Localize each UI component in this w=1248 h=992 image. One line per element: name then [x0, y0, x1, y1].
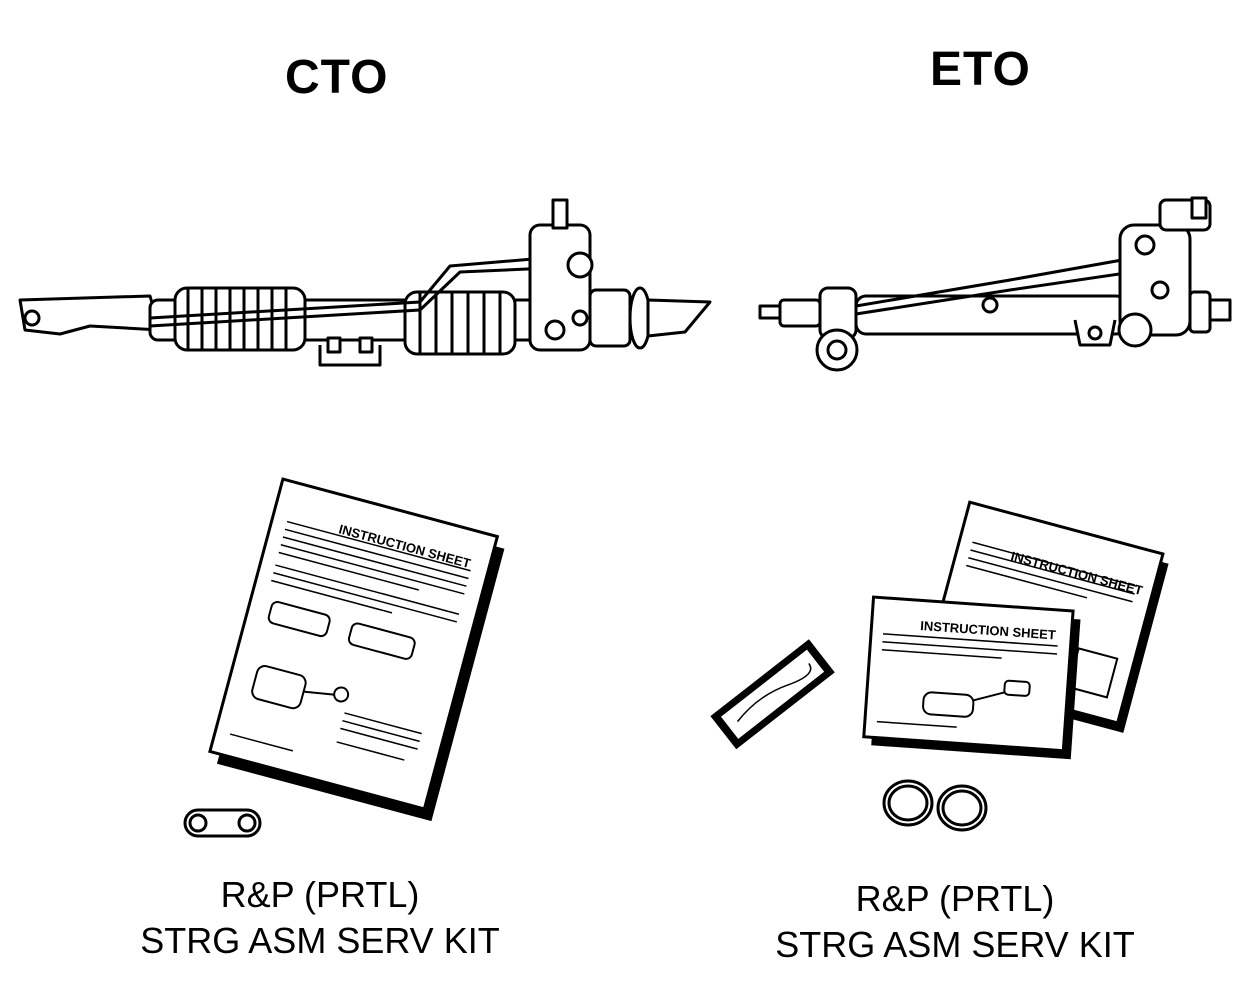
cto-right-boot	[403, 290, 517, 356]
eto-kit-caption: R&P (PRTL) STRG ASM SERV KIT	[745, 876, 1165, 968]
eto-instruction-sheet-front: INSTRUCTION SHEET	[862, 595, 1081, 760]
eto-caption-line1: R&P (PRTL)	[855, 878, 1055, 919]
cto-instruction-sheet: INSTRUCTION SHEET	[208, 477, 505, 822]
eto-steering-rack-illustration	[758, 196, 1232, 372]
eto-heading: ETO	[930, 43, 1031, 96]
cto-steering-rack-illustration	[18, 198, 712, 367]
cto-heading: CTO	[285, 51, 389, 104]
cto-kit-caption: R&P (PRTL) STRG ASM SERV KIT	[110, 872, 530, 964]
cto-caption-line2: STRG ASM SERV KIT	[140, 920, 500, 961]
eto-retaining-rings-illustration	[882, 779, 988, 832]
cto-caption-line1: R&P (PRTL)	[220, 874, 420, 915]
eto-grease-packet-illustration	[710, 639, 835, 750]
cto-gasket-illustration	[183, 808, 262, 838]
eto-caption-line2: STRG ASM SERV KIT	[775, 924, 1135, 965]
